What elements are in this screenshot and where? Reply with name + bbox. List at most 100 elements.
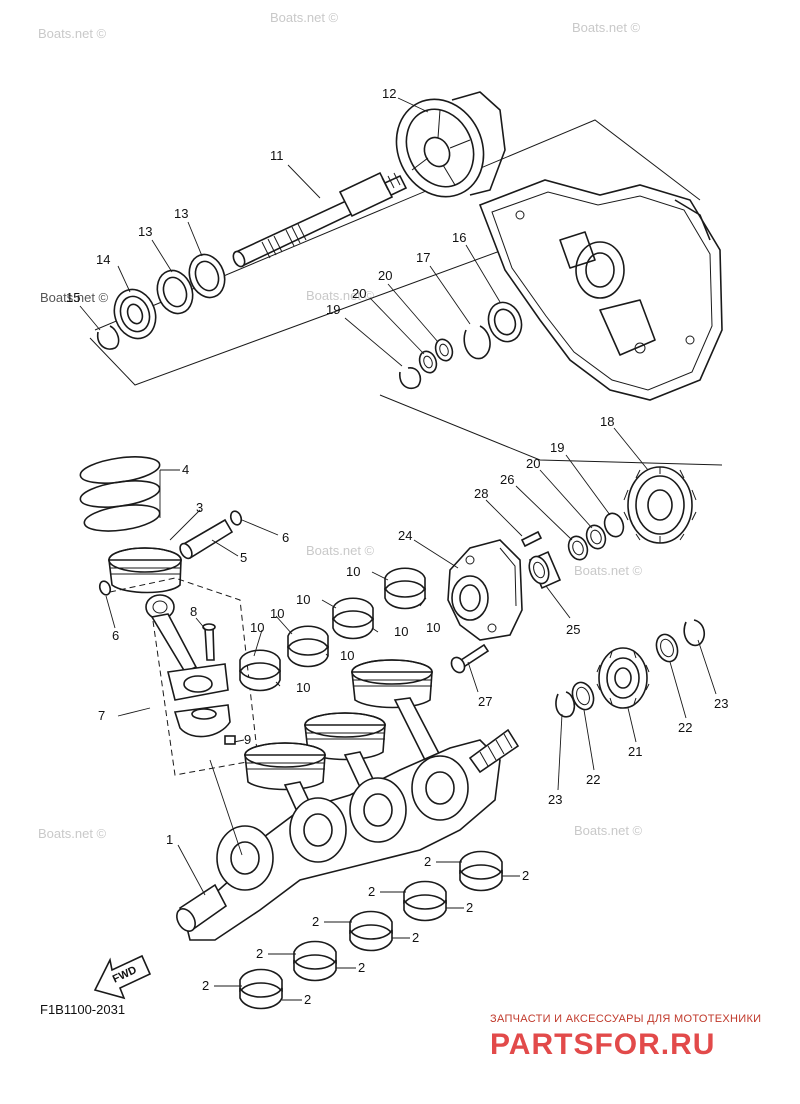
callout-13: 13 <box>174 206 188 221</box>
callout-22: 22 <box>678 720 692 735</box>
part-16-bearing <box>487 301 523 343</box>
callout-3: 3 <box>196 500 203 515</box>
callout-labels: 12 11 13 13 14 15 16 17 20 20 19 18 19 2… <box>66 86 728 1007</box>
callout-21: 21 <box>628 744 642 759</box>
callout-13: 13 <box>138 224 152 239</box>
part-20-washer <box>434 338 454 362</box>
part-13-oil-seal <box>188 253 226 299</box>
part-28-dowel-pin <box>520 530 543 548</box>
part-12-drive-wheel <box>395 91 506 198</box>
callout-23: 23 <box>548 792 562 807</box>
callout-20: 20 <box>352 286 366 301</box>
watermark: Boats.net © <box>38 826 107 841</box>
drawing-code: F1B1100-2031 <box>40 1002 125 1017</box>
watermark: Boats.net © <box>572 20 641 35</box>
callout-4: 4 <box>182 462 189 477</box>
callout-2: 2 <box>466 900 473 915</box>
callout-10: 10 <box>394 624 408 639</box>
part-18-gear <box>623 466 697 544</box>
callout-2: 2 <box>368 884 375 899</box>
watermark: Boats.net © <box>574 563 643 578</box>
callout-9: 9 <box>244 732 251 747</box>
part-22-washer <box>571 681 595 711</box>
part-4-piston-rings <box>79 456 161 532</box>
callout-2: 2 <box>256 946 263 961</box>
crankcase-housing <box>478 179 723 401</box>
brand-tagline: ЗАПЧАСТИ И АКСЕССУАРЫ ДЛЯ МОТОТЕХНИКИ <box>490 1013 761 1025</box>
part-8-conrod-bolt <box>202 623 216 661</box>
callout-19: 19 <box>326 302 340 317</box>
part-13-oil-seal <box>156 269 194 315</box>
callout-6: 6 <box>112 628 119 643</box>
part-11-shaft <box>232 171 408 268</box>
part-23-snap-ring <box>555 691 576 718</box>
callout-7: 7 <box>98 708 105 723</box>
callout-12: 12 <box>382 86 396 101</box>
callout-2: 2 <box>412 930 419 945</box>
callout-2: 2 <box>358 960 365 975</box>
callout-1: 1 <box>166 832 173 847</box>
part-10-bearing-shells <box>239 567 426 692</box>
watermark: Boats.net © <box>40 290 109 305</box>
callout-2: 2 <box>424 854 431 869</box>
part-14-bearing <box>113 288 157 340</box>
part-6-clip <box>98 580 112 596</box>
callout-10: 10 <box>296 592 310 607</box>
watermark: Boats.net © <box>38 26 107 41</box>
callout-16: 16 <box>452 230 466 245</box>
watermark: Boats.net © <box>306 543 375 558</box>
callout-6: 6 <box>282 530 289 545</box>
callout-11: 11 <box>270 148 284 163</box>
callout-10: 10 <box>340 648 354 663</box>
part-21-gear <box>596 647 650 709</box>
watermark: Boats.net © <box>306 288 375 303</box>
callout-8: 8 <box>190 604 197 619</box>
callout-10: 10 <box>250 620 264 635</box>
callout-28: 28 <box>474 486 488 501</box>
callout-2: 2 <box>312 914 319 929</box>
watermark: Boats.net © <box>574 823 643 838</box>
brand-name: PARTSFOR.RU <box>490 1028 715 1061</box>
conrod-cap <box>173 704 231 738</box>
part-5-piston-pin <box>179 518 234 560</box>
part-20-washer <box>418 350 438 374</box>
callout-2: 2 <box>202 978 209 993</box>
callout-25: 25 <box>566 622 580 637</box>
callout-14: 14 <box>96 252 110 267</box>
part-2-main-bearing-shells <box>239 850 503 1010</box>
callout-17: 17 <box>416 250 430 265</box>
callout-2: 2 <box>304 992 311 1007</box>
part-27-bolt <box>450 643 490 674</box>
callout-15: 15 <box>66 290 80 305</box>
part-9-nut <box>224 735 236 745</box>
part-3-piston <box>108 547 182 594</box>
connecting-rod <box>145 594 229 701</box>
shaft-group-frame <box>89 119 701 386</box>
part-1-crankshaft <box>176 659 520 941</box>
part-17-circlip <box>463 325 491 360</box>
callout-10: 10 <box>270 606 284 621</box>
callout-27: 27 <box>478 694 492 709</box>
part-6-clip <box>229 510 243 526</box>
callout-5: 5 <box>240 550 247 565</box>
callout-20: 20 <box>526 456 540 471</box>
part-20-washer <box>585 524 607 550</box>
leader-lines <box>79 97 717 1001</box>
callout-24: 24 <box>398 528 412 543</box>
part-24-bracket <box>447 539 523 641</box>
callout-22: 22 <box>586 772 600 787</box>
callout-2: 2 <box>522 868 529 883</box>
callout-10: 10 <box>426 620 440 635</box>
part-19-snap-ring <box>399 367 422 390</box>
callout-10: 10 <box>346 564 360 579</box>
part-15-circlip <box>96 325 120 350</box>
callout-23: 23 <box>714 696 728 711</box>
part-25-bushing <box>528 550 562 590</box>
callout-20: 20 <box>378 268 392 283</box>
brand-logo: ЗАПЧАСТИ И АКСЕССУАРЫ ДЛЯ МОТОТЕХНИКИ PA… <box>490 1013 761 1061</box>
watermark: Boats.net © <box>270 10 339 25</box>
part-23-snap-ring <box>683 619 706 647</box>
part-22-washer <box>655 633 679 663</box>
bearing-row-frame <box>379 394 723 466</box>
